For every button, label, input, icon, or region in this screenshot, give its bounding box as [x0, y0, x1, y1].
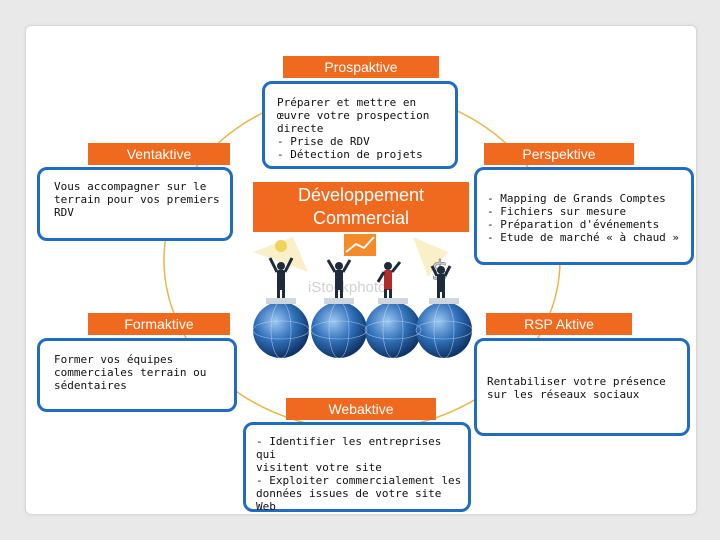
webaktive-box: - Identifier les entreprises qui visiten… — [243, 422, 471, 512]
globe-icon — [311, 302, 367, 358]
ventaktive-box: Vous accompagner sur le terrain pour vos… — [37, 167, 233, 241]
perspektive-box: - Mapping de Grands Comptes - Fichiers s… — [474, 167, 694, 265]
formaktive-label: Formaktive — [88, 313, 230, 335]
lightbulb-icon — [275, 240, 287, 252]
rsp-aktive-label: RSP Aktive — [486, 313, 632, 335]
webaktive-label: Webaktive — [286, 398, 436, 420]
globe-icon — [253, 302, 309, 358]
prospaktive-label: Prospaktive — [283, 56, 439, 78]
ventaktive-label: Ventaktive — [88, 143, 230, 165]
center-title: Développement Commercial — [253, 182, 469, 232]
globe-icon — [416, 302, 472, 358]
formaktive-box: Former vos équipes commerciales terrain … — [37, 338, 237, 412]
prospaktive-box: Préparer et mettre en œuvre votre prospe… — [262, 81, 458, 169]
center-title-line2: Commercial — [253, 207, 469, 230]
rsp-aktive-box: Rentabiliser votre présence sur les rése… — [474, 338, 690, 436]
perspektive-label: Perspektive — [484, 143, 634, 165]
center-title-line1: Développement — [253, 184, 469, 207]
globe-icons — [253, 302, 472, 358]
globe-icon — [365, 302, 421, 358]
business-globes-illustration: $ iStockphoto — [248, 232, 473, 360]
illustration-watermark: iStockphoto — [308, 279, 386, 296]
